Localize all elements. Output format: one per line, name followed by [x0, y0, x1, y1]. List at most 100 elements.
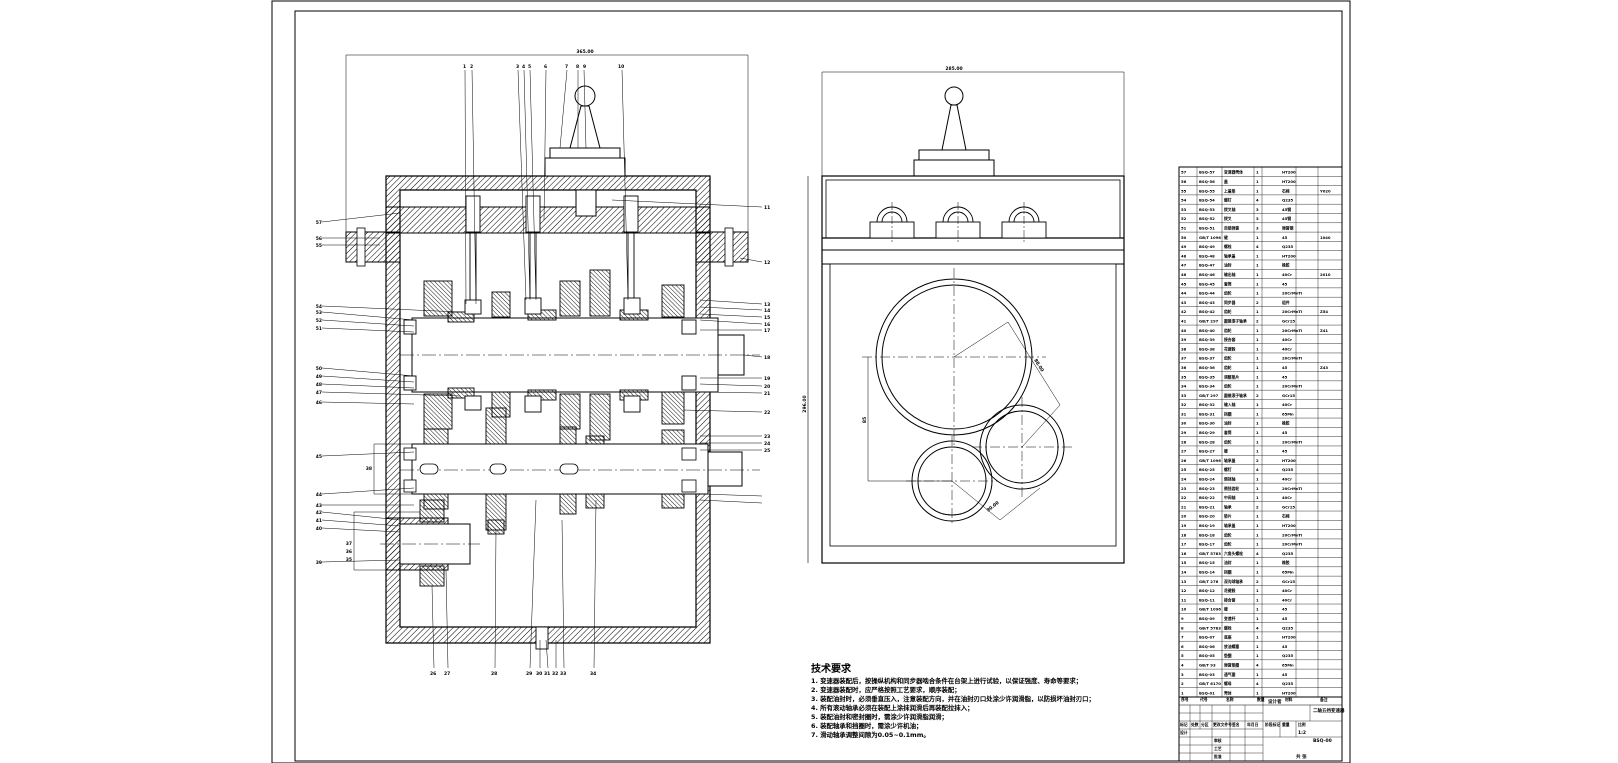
bom-cell: 橡胶 — [1281, 421, 1290, 426]
bom-cell: BSQ-51 — [1199, 225, 1215, 230]
bom-cell: 深沟球轴承 — [1224, 579, 1243, 584]
bom-cell: 55 — [1181, 188, 1187, 193]
callout-top-6: 6 — [544, 64, 547, 70]
bom-cell: 放油螺塞 — [1223, 644, 1239, 649]
bom-cell: 键 — [1223, 235, 1228, 240]
bom-cell: GB/T 5783 — [1199, 551, 1221, 556]
tb-ratio: 比例 — [1298, 722, 1306, 727]
bom-cell: 垫片 — [1224, 514, 1232, 519]
bom-cell: 轴承盖 — [1224, 523, 1236, 528]
bom-cell: 45 — [1282, 644, 1288, 649]
callout-bottom-27: 27 — [444, 671, 450, 677]
bom-cell: GCr15 — [1282, 579, 1295, 584]
bom-cell: 4 — [1256, 467, 1259, 472]
bom-cell: 1 — [1256, 346, 1259, 351]
bom-cell: 1 — [1256, 263, 1259, 268]
tb-sign-sig: 签名 — [1231, 722, 1240, 727]
callout-left-37: 37 — [346, 541, 352, 547]
bom-cell: 轴承盖 — [1224, 253, 1236, 258]
callout-right-17: 17 — [764, 328, 770, 334]
bom-cell: Q235 — [1282, 244, 1294, 249]
bom-cell: 1 — [1256, 449, 1259, 454]
bom-cell: 齿轮 — [1224, 328, 1232, 333]
bom-cell: 4 — [1256, 663, 1259, 668]
bom-cell: 20CrMnTi — [1282, 291, 1302, 296]
bom-cell: 3 — [1256, 225, 1259, 230]
bom-cell: BSQ-32 — [1199, 402, 1215, 407]
bom-cell: 2 — [1256, 300, 1259, 305]
bom-cell: 倒挡齿轮 — [1223, 486, 1239, 491]
bom-cell: 螺母 — [1224, 681, 1232, 686]
tb-role-process: 工艺 — [1214, 746, 1222, 751]
bom-cell: 51 — [1181, 225, 1187, 230]
bom-cell: 40 — [1181, 328, 1187, 333]
tb-sign-doc: 更改文件号 — [1213, 722, 1232, 727]
bom-cell: Q235 — [1282, 551, 1294, 556]
bom-cell: GB/T 297 — [1199, 393, 1219, 398]
bom-cell: 齿轮 — [1224, 309, 1232, 314]
bom-cell: 6 — [1181, 644, 1184, 649]
callout-bottom-30: 30 — [536, 671, 542, 677]
callout-left-54: 54 — [316, 304, 322, 310]
bom-cell: 1 — [1256, 356, 1259, 361]
bom-cell: 1 — [1256, 337, 1259, 342]
bom-cell: 1040 — [1320, 235, 1331, 240]
callout-top-7: 7 — [565, 64, 568, 70]
bom-cell: 通气塞 — [1224, 672, 1236, 677]
bom-cell: BSQ-21 — [1199, 504, 1215, 509]
bom-cell: BSQ-18 — [1199, 532, 1215, 537]
bom-cell: Q235 — [1282, 681, 1294, 686]
bom-cell: 齿轮 — [1224, 439, 1232, 444]
bom-cell: 40Cr — [1282, 402, 1292, 407]
bom-cell: BSQ-19 — [1199, 523, 1215, 528]
bom-cell: Q235 — [1282, 467, 1294, 472]
callout-left-46: 46 — [316, 400, 322, 406]
bom-cell: 螺钉 — [1224, 198, 1232, 203]
callout-top-2: 2 — [470, 64, 473, 70]
bom-cell: 1 — [1256, 532, 1259, 537]
callout-top-5: 5 — [528, 64, 531, 70]
bom-cell: 45 — [1282, 672, 1288, 677]
bom-cell: 花键毂 — [1224, 588, 1236, 593]
bom-cell: BSQ-27 — [1199, 449, 1215, 454]
bom-cell: 橡胶 — [1281, 560, 1290, 565]
bom-cell: 25 — [1181, 467, 1187, 472]
tb-sign-mark: 标记 — [1179, 722, 1188, 727]
bom-cell: 轴承盖 — [1224, 458, 1236, 463]
callout-right-25: 25 — [764, 448, 770, 454]
callout-bottom-28: 28 — [491, 671, 497, 677]
bom-cell: 11 — [1181, 597, 1187, 602]
bom-header-name: 名称 — [1226, 697, 1234, 702]
bom-cell: BSQ-25 — [1199, 467, 1215, 472]
callout-left-39: 39 — [316, 560, 322, 566]
callout-bottom-33: 33 — [560, 671, 566, 677]
bom-cell: 2 — [1256, 393, 1259, 398]
callout-right-18: 18 — [764, 355, 770, 361]
bom-cell: BSQ-40 — [1199, 328, 1215, 333]
bom-cell: 4 — [1256, 681, 1259, 686]
bom-cell: 42 — [1181, 309, 1187, 314]
bom-cell: 28 — [1181, 439, 1187, 444]
bom-cell: 20CrMnTi — [1282, 356, 1302, 361]
bom-cell: BSQ-38 — [1199, 346, 1215, 351]
bom-cell: 31 — [1181, 411, 1187, 416]
bom-cell: 石棉 — [1281, 514, 1290, 519]
bom-cell: 48 — [1181, 253, 1187, 258]
bom-cell: BSQ-29 — [1199, 430, 1215, 435]
bom-cell: BSQ-20 — [1199, 514, 1215, 519]
bom-cell: BSQ-24 — [1199, 477, 1215, 482]
bom-cell: 2 — [1181, 681, 1184, 686]
bom-cell: 挡圈 — [1223, 411, 1232, 416]
tech-req-line-6: 6. 装配轴承和挡圈时，需涂少许机油； — [811, 722, 923, 730]
bom-cell: 20CrMnTi — [1282, 439, 1302, 444]
bom-cell: 1 — [1256, 560, 1259, 565]
bom-cell: BSQ-39 — [1199, 337, 1215, 342]
bom-header-seq: 序号 — [1180, 697, 1189, 702]
bom-cell: 21 — [1181, 504, 1187, 509]
bom-cell: 45 — [1282, 616, 1288, 621]
bom-cell: 7 — [1181, 635, 1184, 640]
bom-cell: 45 — [1282, 449, 1288, 454]
bom-cell: 45 — [1181, 281, 1187, 286]
bom-cell: 垫圈 — [1224, 653, 1232, 658]
bom-cell: 1 — [1256, 291, 1259, 296]
